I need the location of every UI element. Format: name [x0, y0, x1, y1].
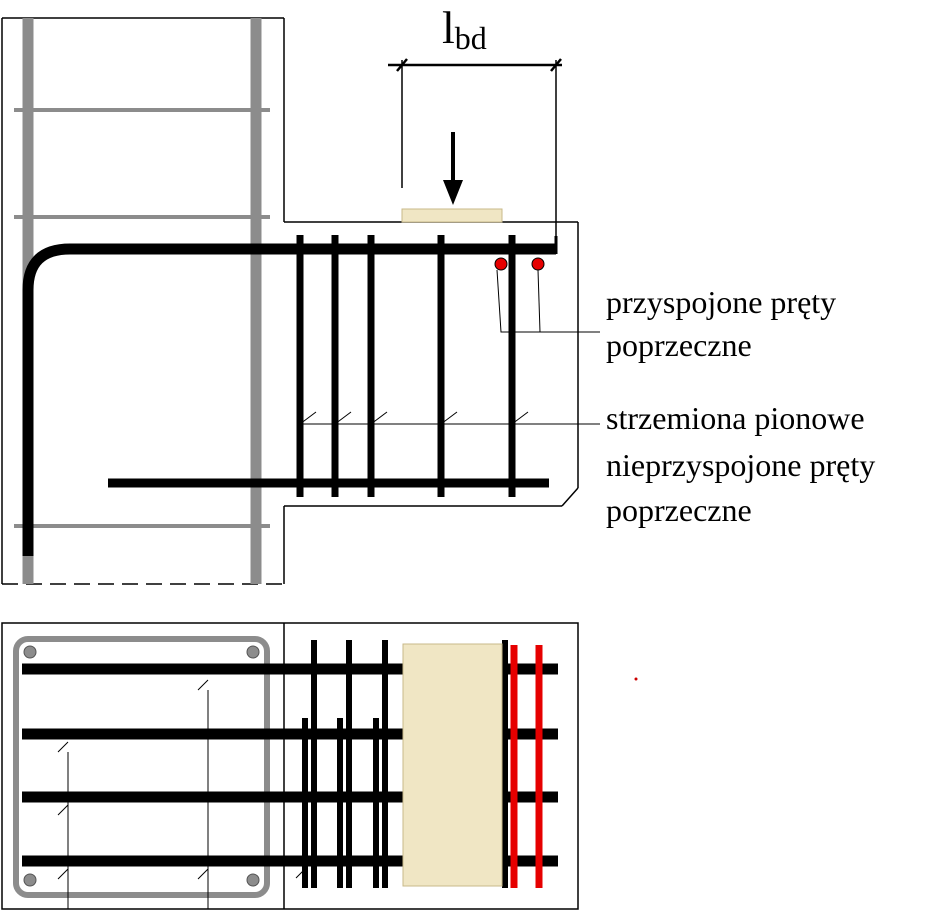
anchorage-length-label: lbd	[442, 2, 487, 56]
concrete-outline	[1, 17, 579, 585]
plan-thin-lines	[57, 679, 307, 909]
bearing-pad	[401, 208, 503, 223]
unwelded-bars-label-line1: nieprzyspojone pręty	[606, 447, 876, 483]
anchorage-length-dimension	[388, 58, 562, 236]
stirrups-label: strzemiona pionowe	[606, 400, 865, 436]
vertical-stirrups	[296, 235, 516, 497]
unwelded-bars-label-line2: poprzeczne	[606, 492, 752, 528]
label-leader-lines	[300, 269, 600, 425]
column-corner-bars	[23, 645, 260, 887]
stirrup-leader-ticks	[299, 411, 529, 425]
welded-transverse-bars	[494, 257, 545, 271]
plan-bearing-pad	[402, 643, 503, 887]
welded-bars-leader	[496, 269, 600, 333]
stray-dot	[634, 677, 638, 681]
plan-welded-bars	[510, 645, 543, 888]
welded-bars-label-line2: poprzeczne	[606, 327, 752, 363]
welded-bars-label-line1: przyspojone pręty	[606, 284, 837, 320]
column-tie-plan	[13, 636, 270, 898]
column-ties	[14, 108, 270, 528]
elevation-view	[1, 17, 600, 585]
main-hooked-bar	[22, 243, 556, 556]
load-arrow-icon	[443, 132, 463, 205]
column-longitudinal-bars	[22, 18, 262, 584]
plan-view	[1, 622, 638, 910]
